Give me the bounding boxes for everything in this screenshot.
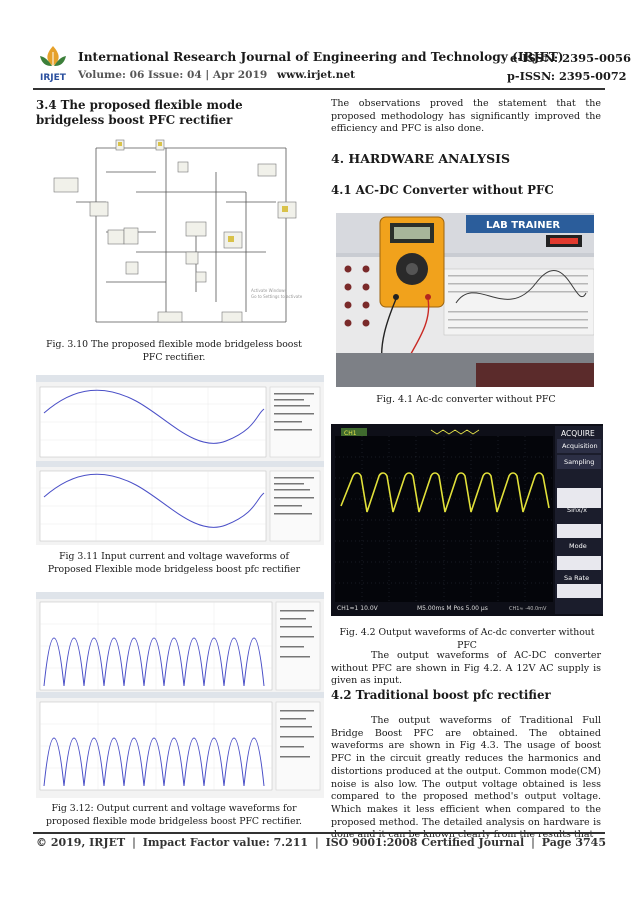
fig-4-2-paragraph: The output waveforms of AC-DC converter … [331, 650, 601, 687]
scope-menu-mode: Mode [569, 542, 587, 550]
fig-4-1-caption: Fig. 4.1 Ac-dc converter without PFC [376, 394, 556, 405]
footer-rule [33, 832, 605, 834]
e-issn: e-ISSN: 2395-0056 [510, 51, 631, 65]
footer-iso: ISO 9001:2008 Certified Journal [325, 836, 525, 849]
svg-text:Go to Settings to activate: Go to Settings to activate [251, 294, 303, 299]
section-3-4-heading: 3.4 The proposed flexible mode bridgeles… [36, 98, 243, 127]
lab-trainer-label: LAB TRAINER [486, 220, 560, 231]
page-footer: © 2019, IRJET | Impact Factor value: 7.2… [36, 836, 606, 849]
scope-menu-sampling: Sampling [564, 458, 594, 466]
fig-4-1-photo: LAB TRAINER [336, 213, 594, 387]
scope-menu-sinx: Sinx/x [567, 506, 587, 514]
footer-page-number: Page 3745 [541, 836, 606, 849]
website-link[interactable]: www.irjet.net [277, 69, 356, 81]
logo-text: IRJET [40, 73, 67, 83]
scope-channel-label: CH1 [344, 430, 357, 437]
footer-copyright: © 2019, IRJET [36, 836, 126, 849]
page-header: IRJET International Research Journal of … [0, 0, 638, 92]
volume-issue: Volume: 06 Issue: 04 | Apr 2019 [78, 69, 268, 81]
footer-separator: | [131, 836, 136, 849]
svg-text:Activate Windows: Activate Windows [251, 288, 287, 293]
footer-separator: | [314, 836, 319, 849]
irjet-logo: IRJET [40, 46, 67, 83]
section-4-2-heading: 4.2 Traditional boost pfc rectifier [331, 688, 551, 702]
scope-menu-acquisition: Acquisition [562, 442, 598, 450]
section-4-heading: 4. HARDWARE ANALYSIS [331, 151, 510, 166]
fig-3-12-caption: Fig 3.12: Output current and voltage wav… [46, 803, 302, 827]
p-issn: p-ISSN: 2395-0072 [507, 69, 627, 83]
fig-3-11-caption: Fig 3.11 Input current and voltage wavef… [47, 551, 301, 575]
fig-3-11-waveforms [36, 375, 324, 545]
fig-3-12-waveforms [36, 592, 324, 798]
scope-menu-title: ACQUIRE [561, 429, 595, 438]
fig-4-2-oscilloscope: CH1 ACQUIRE Acquisition Sampling Sinx/x … [331, 424, 603, 616]
scope-ch-readout: CH1≈1 10.0V [337, 605, 379, 612]
scope-time-readout: M5.00ms M Pos 5.00 μs [417, 605, 488, 612]
intro-paragraph: The observations proved the statement th… [331, 98, 601, 135]
fig-4-2-caption: Fig. 4.2 Output waveforms of Ac-dc conve… [339, 627, 595, 651]
scope-menu-sarate: Sa Rate [564, 574, 589, 582]
section-4-1-heading: 4.1 AC-DC Converter without PFC [331, 183, 554, 197]
footer-impact: Impact Factor value: 7.211 [142, 836, 309, 849]
journal-title: International Research Journal of Engine… [78, 50, 564, 64]
scope-bottom-code: CH1≈ -40.0mV [509, 606, 547, 612]
fig-3-10-caption: Fig. 3.10 The proposed flexible mode bri… [46, 339, 302, 363]
section-4-2-paragraph: The output waveforms of Traditional Full… [331, 715, 601, 841]
header-rule [33, 88, 605, 90]
fig-3-10-circuit: Activate Windows Go to Settings to activ… [46, 132, 310, 330]
footer-separator: | [530, 836, 535, 849]
